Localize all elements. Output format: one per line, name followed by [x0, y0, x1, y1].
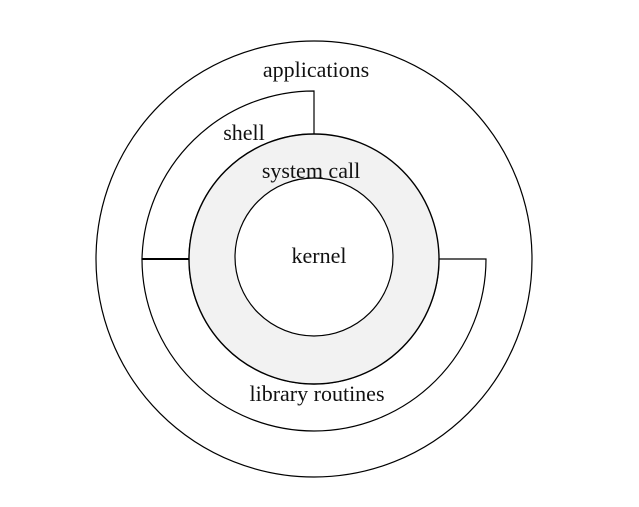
kernel-label: kernel	[292, 243, 347, 268]
kernel-core	[234, 177, 394, 337]
system-call-label: system call	[262, 158, 360, 183]
applications-label: applications	[263, 57, 369, 82]
library-routines-label: library routines	[249, 381, 384, 406]
shell-label: shell	[223, 120, 265, 145]
